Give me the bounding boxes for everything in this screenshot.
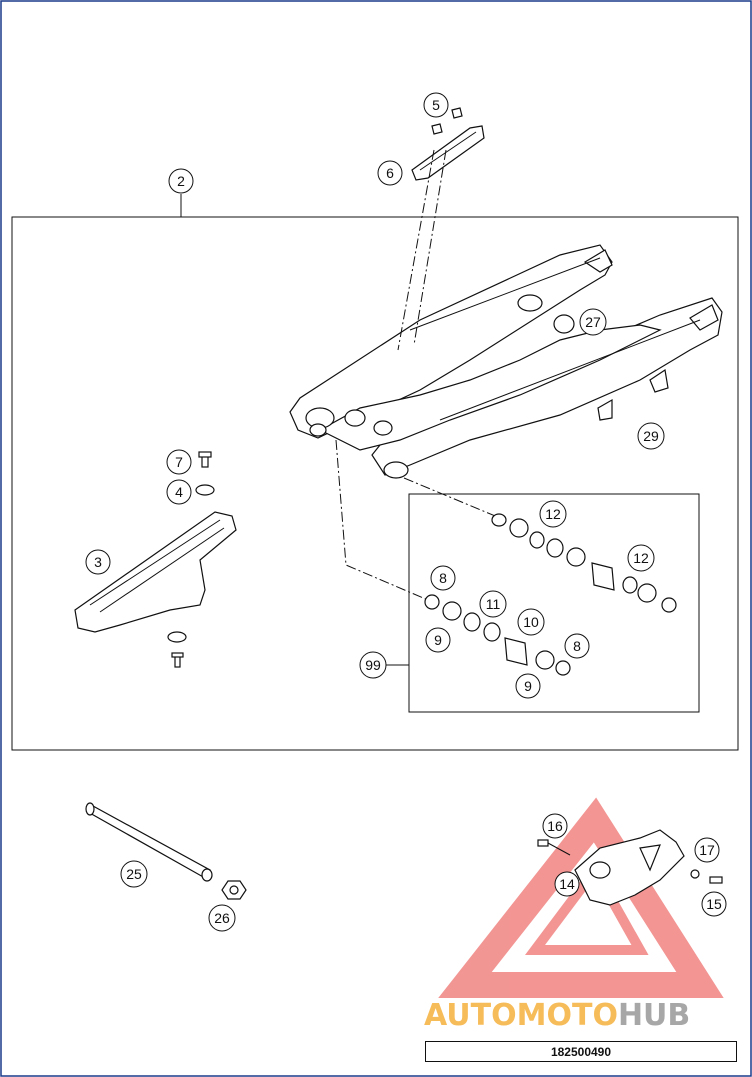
svg-text:27: 27: [585, 314, 601, 330]
callout-9b: 9: [515, 673, 541, 699]
svg-text:9: 9: [524, 678, 532, 694]
callout-7: 7: [166, 449, 192, 475]
watermark-text-part2: HUB: [618, 998, 690, 1033]
callout-17: 17: [694, 837, 720, 863]
callout-2: 2: [168, 168, 194, 194]
callout-9a: 9: [425, 627, 451, 653]
svg-text:12: 12: [633, 550, 649, 566]
watermark-text: AUTOMOTOHUB: [424, 998, 690, 1033]
callout-99: 99: [359, 651, 387, 679]
callout-6: 6: [377, 160, 403, 186]
svg-text:5: 5: [432, 97, 440, 113]
slider-bolt-part: [171, 652, 184, 668]
chain-slider-part: [74, 511, 237, 633]
swingarm-pivot-axle: [85, 802, 213, 882]
reference-number: 182500490: [425, 1041, 737, 1062]
bolt-15-part: [709, 876, 723, 884]
svg-text:6: 6: [386, 165, 394, 181]
svg-text:12: 12: [545, 506, 561, 522]
svg-text:14: 14: [559, 876, 575, 892]
callout-11: 11: [479, 590, 507, 618]
callout-4: 4: [166, 479, 192, 505]
grommet-part: [553, 314, 575, 334]
callout-25: 25: [120, 860, 148, 888]
leader-6-dash-a: [397, 149, 435, 351]
svg-text:8: 8: [439, 570, 447, 586]
callout-12a: 12: [539, 500, 567, 528]
washer-4-part: [195, 484, 215, 496]
leader-kit-right: [403, 477, 501, 519]
swingarm-group-box: [11, 216, 739, 751]
svg-text:2: 2: [177, 173, 185, 189]
bearing-row-upper: [491, 513, 677, 613]
callout-8a: 8: [430, 565, 456, 591]
chain-guide-assembly: [574, 829, 685, 906]
bearing-kit-box: [408, 493, 700, 713]
bolt-16-part: [537, 839, 571, 856]
bolt-7-part: [198, 451, 212, 468]
leader-6-dash-b: [413, 149, 447, 346]
watermark-logo: [438, 797, 724, 998]
callout-15: 15: [701, 891, 727, 917]
callout-5: 5: [423, 92, 449, 118]
callout-12b: 12: [627, 544, 655, 572]
leader-kit-left: [335, 439, 429, 601]
washer-17-part: [690, 869, 700, 879]
svg-text:11: 11: [486, 596, 501, 612]
svg-text:8: 8: [573, 638, 581, 654]
swingarm: [289, 244, 723, 479]
svg-text:3: 3: [94, 554, 102, 570]
svg-text:25: 25: [126, 866, 142, 882]
svg-text:10: 10: [523, 614, 539, 630]
callout-27: 27: [579, 308, 607, 336]
callout-10: 10: [517, 608, 545, 636]
watermark-text-part1: AUTOMOTO: [424, 998, 618, 1033]
svg-text:15: 15: [706, 896, 722, 912]
svg-text:4: 4: [175, 484, 183, 500]
svg-text:29: 29: [643, 428, 659, 444]
pivot-nut: [221, 880, 247, 900]
callout-26: 26: [208, 904, 236, 932]
slider-washer-part: [167, 631, 187, 643]
callout-29: 29: [637, 422, 665, 450]
bearing-row-lower: [424, 594, 571, 676]
svg-text:16: 16: [547, 818, 563, 834]
svg-text:7: 7: [175, 454, 183, 470]
svg-text:99: 99: [365, 657, 381, 673]
svg-text:17: 17: [699, 842, 715, 858]
callout-14: 14: [554, 871, 580, 897]
chain-guide-part: [411, 107, 485, 181]
callout-8b: 8: [564, 633, 590, 659]
svg-text:26: 26: [214, 910, 230, 926]
callout-16: 16: [542, 813, 568, 839]
callout-3: 3: [85, 549, 111, 575]
svg-text:9: 9: [434, 632, 442, 648]
